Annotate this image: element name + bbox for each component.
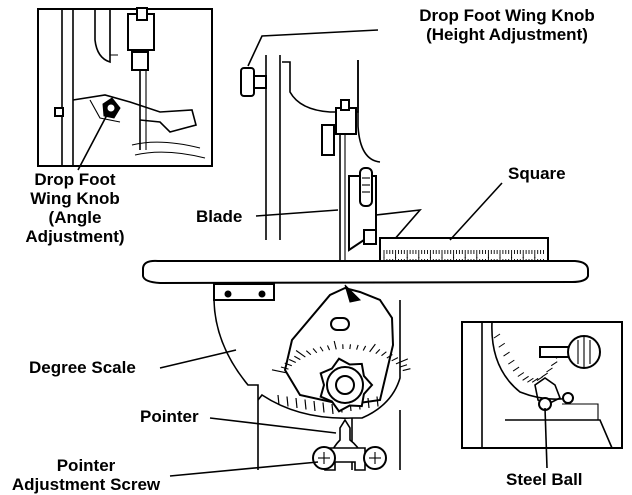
label-drop-foot-height-line2: (Height Adjustment) (426, 25, 588, 44)
label-pointer-adjustment-line1: Pointer (56, 456, 116, 475)
label-drop-foot-angle-line3: (Angle (48, 208, 102, 227)
pointer-assembly (312, 418, 387, 471)
leader-adjust-screw (169, 461, 319, 477)
label-drop-foot-angle-line2: Wing Knob (30, 189, 120, 208)
leader-square (449, 182, 503, 241)
leader-pointer (209, 417, 337, 434)
leader-degree-scale (159, 349, 237, 369)
label-drop-foot-angle-line1: Drop Foot (34, 170, 116, 189)
label-drop-foot-angle-line4: Adjustment) (25, 227, 125, 246)
label-degree-scale: Degree Scale (29, 358, 136, 377)
leader-height-knob (247, 29, 379, 67)
leader-angle-knob (77, 112, 109, 171)
label-blade: Blade (196, 207, 243, 226)
label-drop-foot-angle: Drop Foot Wing Knob (Angle Adjustment) (4, 170, 146, 246)
saw-table (142, 259, 589, 285)
trunnion-assembly (213, 283, 411, 470)
label-square: Square (508, 164, 566, 183)
label-pointer: Pointer (140, 407, 199, 426)
label-drop-foot-height: Drop Foot Wing Knob (Height Adjustment) (387, 6, 627, 44)
label-pointer-adjustment-line2: Adjustment Screw (11, 475, 161, 494)
leader-steel-ball (544, 407, 548, 469)
upper-frame (240, 55, 381, 262)
inset-steel-ball (461, 321, 623, 449)
leader-lines (77, 29, 548, 477)
inset-angle-knob (37, 7, 213, 167)
leader-blade (255, 209, 339, 217)
label-drop-foot-height-line1: Drop Foot Wing Knob (419, 6, 595, 25)
label-pointer-adjustment-screw: Pointer Adjustment Screw (0, 456, 172, 494)
label-steel-ball: Steel Ball (506, 470, 583, 489)
